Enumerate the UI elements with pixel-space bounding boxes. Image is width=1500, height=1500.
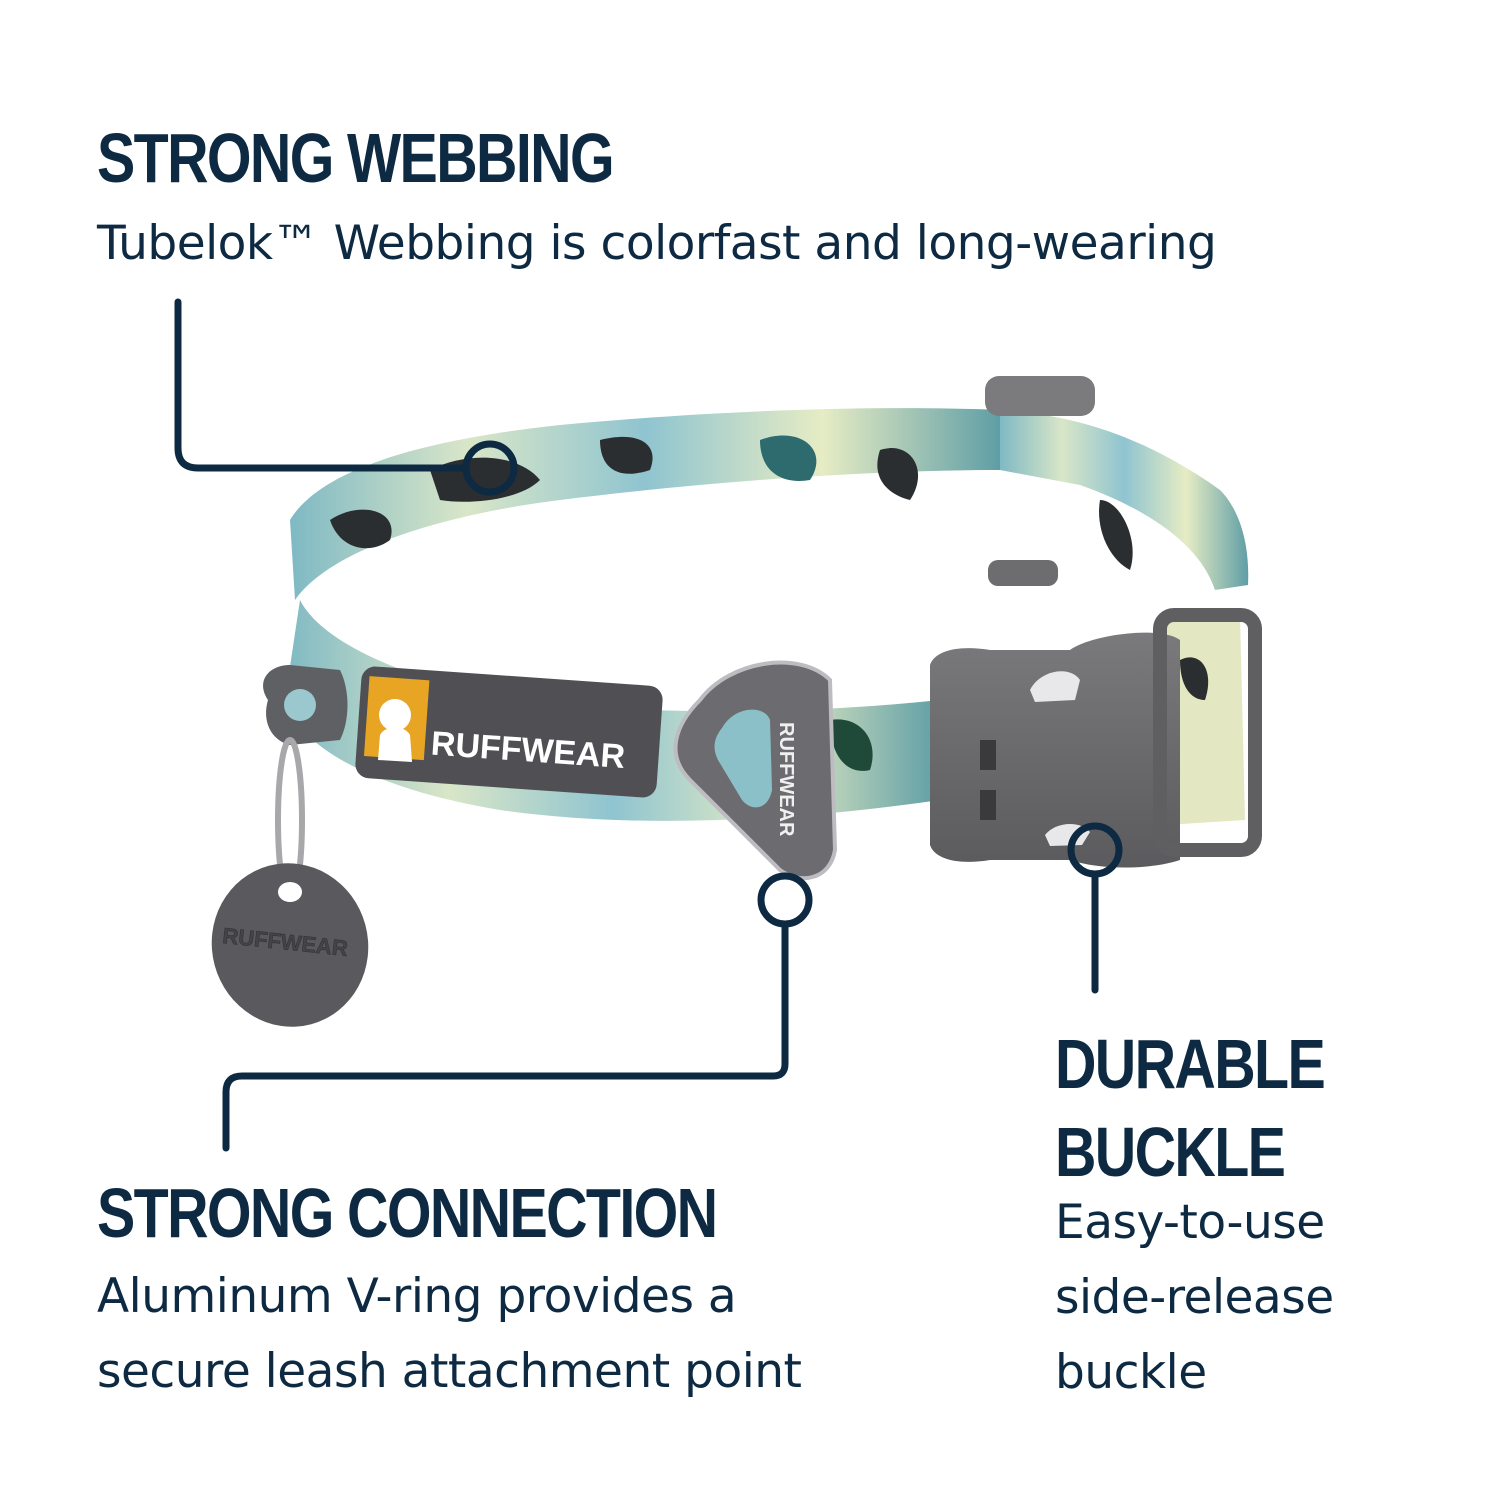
webbing-callout-marker xyxy=(462,440,518,496)
buckle-heading-line-1: DURABLE xyxy=(1055,1025,1326,1103)
webbing-description: Tubelok™ Webbing is colorfast and long-w… xyxy=(97,216,1217,271)
buckle-heading-line-2: BUCKLE xyxy=(1055,1113,1286,1191)
buckle-description-line-2: side-release xyxy=(1055,1270,1334,1325)
connection-leader-line xyxy=(222,920,789,1152)
tag-attachment xyxy=(263,665,348,903)
buckle-callout-marker xyxy=(1067,822,1123,878)
brand-patch: RUFFWEAR xyxy=(355,666,663,798)
connection-description-line-2: secure leash attachment point xyxy=(97,1344,802,1399)
aluminum-v-ring: RUFFWEAR xyxy=(673,660,838,881)
vring-brand-label: RUFFWEAR xyxy=(775,722,797,837)
connection-description: Aluminum V-ring provides a secure leash … xyxy=(97,1259,802,1409)
webbing-leader-line xyxy=(174,298,470,472)
connection-callout-marker xyxy=(757,872,813,928)
buckle-description-line-3: buckle xyxy=(1055,1345,1207,1400)
connection-description-line-1: Aluminum V-ring provides a xyxy=(97,1269,737,1324)
webbing-heading: STRONG WEBBING xyxy=(97,119,615,197)
id-tag: RUFFWEAR xyxy=(211,863,369,1027)
side-release-buckle xyxy=(930,608,1262,868)
buckle-description-line-1: Easy-to-use xyxy=(1055,1195,1325,1250)
connection-heading: STRONG CONNECTION xyxy=(97,1174,718,1252)
buckle-description: Easy-to-use side-release buckle xyxy=(1055,1185,1334,1410)
adjuster-slider xyxy=(985,376,1095,586)
buckle-heading: DURABLE BUCKLE xyxy=(1055,1020,1326,1196)
